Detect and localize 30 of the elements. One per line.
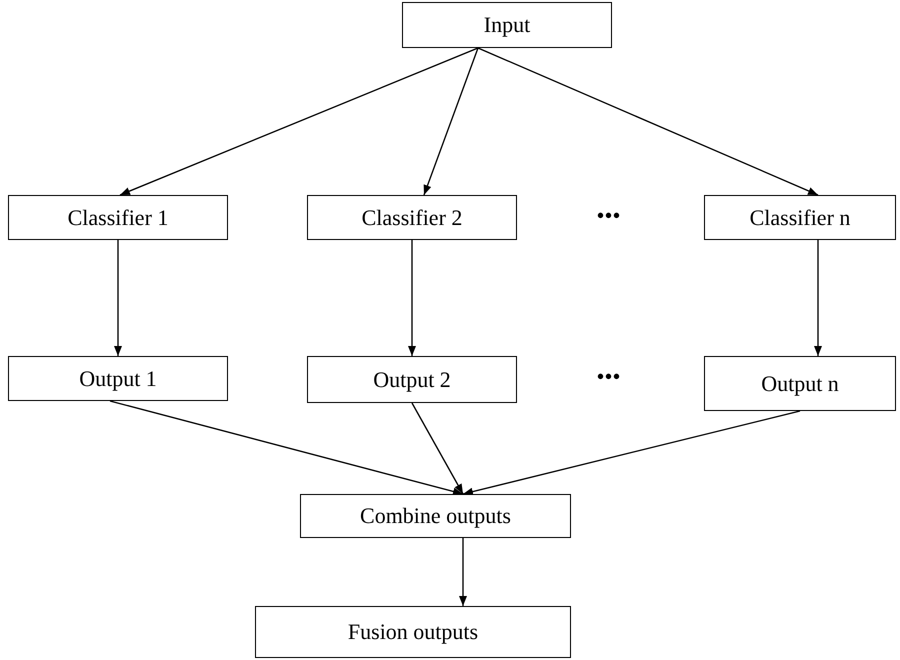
process-box	[8, 356, 228, 401]
node-label: Output 1	[79, 366, 157, 392]
arrow	[423, 48, 479, 196]
process-box	[255, 606, 571, 658]
process-box	[8, 195, 228, 240]
process-box	[307, 195, 517, 240]
arrow	[462, 410, 800, 496]
arrow	[114, 240, 122, 356]
process-box	[307, 356, 517, 403]
node-label: Classifier 1	[68, 204, 168, 230]
arrow	[411, 402, 464, 494]
process-box	[402, 2, 612, 48]
arrow	[408, 240, 416, 356]
arrow	[120, 47, 478, 196]
arrow	[110, 400, 464, 496]
process-box	[704, 356, 896, 411]
node-label: Input	[484, 12, 530, 38]
node-label: Classifier 2	[362, 204, 462, 230]
arrow	[478, 47, 818, 196]
ellipsis-label: •••	[597, 366, 622, 389]
node-label: Output n	[761, 370, 839, 396]
node-label: Output 2	[373, 366, 451, 392]
node-label: Combine outputs	[360, 503, 511, 529]
process-box	[704, 195, 896, 240]
arrow	[459, 538, 467, 606]
arrow	[814, 240, 822, 356]
node-label: Fusion outputs	[348, 619, 478, 645]
node-label: Classifier n	[750, 204, 850, 230]
process-box	[300, 494, 571, 538]
ellipsis-label: •••	[597, 205, 622, 228]
